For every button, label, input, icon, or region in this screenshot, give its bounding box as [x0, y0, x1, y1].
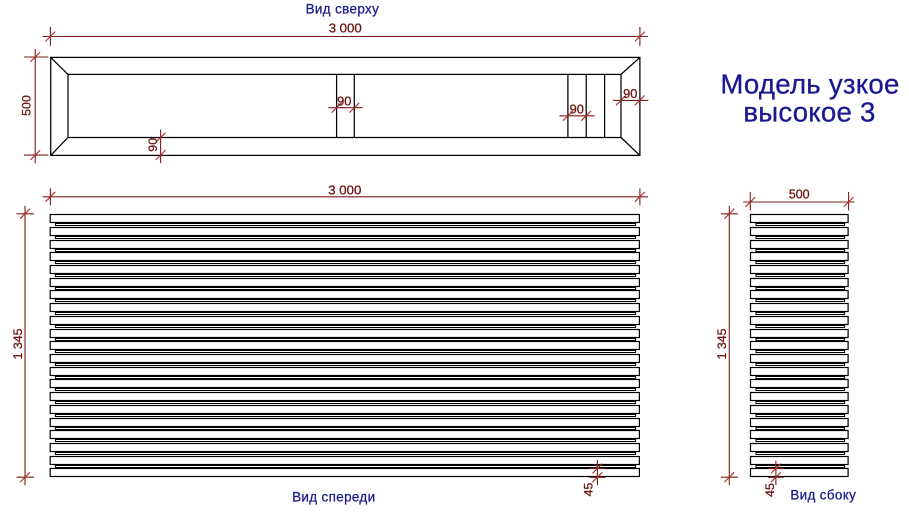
svg-text:500: 500	[20, 95, 34, 116]
svg-text:1 345: 1 345	[11, 328, 25, 359]
svg-text:Вид спереди: Вид спереди	[292, 490, 375, 505]
svg-text:3 000: 3 000	[328, 182, 361, 197]
svg-text:высокое 3: высокое 3	[743, 97, 875, 128]
svg-text:1 345: 1 345	[715, 328, 729, 359]
svg-text:90: 90	[337, 94, 351, 109]
svg-text:Вид сверху: Вид сверху	[306, 2, 380, 17]
svg-text:Модель узкое: Модель узкое	[720, 69, 899, 100]
svg-text:500: 500	[789, 187, 810, 201]
svg-text:90: 90	[146, 138, 160, 152]
svg-text:Вид сбоку: Вид сбоку	[790, 487, 856, 502]
svg-text:3 000: 3 000	[329, 21, 362, 36]
svg-text:90: 90	[570, 102, 584, 117]
svg-text:45: 45	[763, 483, 777, 497]
svg-text:90: 90	[623, 86, 637, 101]
svg-text:45: 45	[581, 483, 595, 497]
